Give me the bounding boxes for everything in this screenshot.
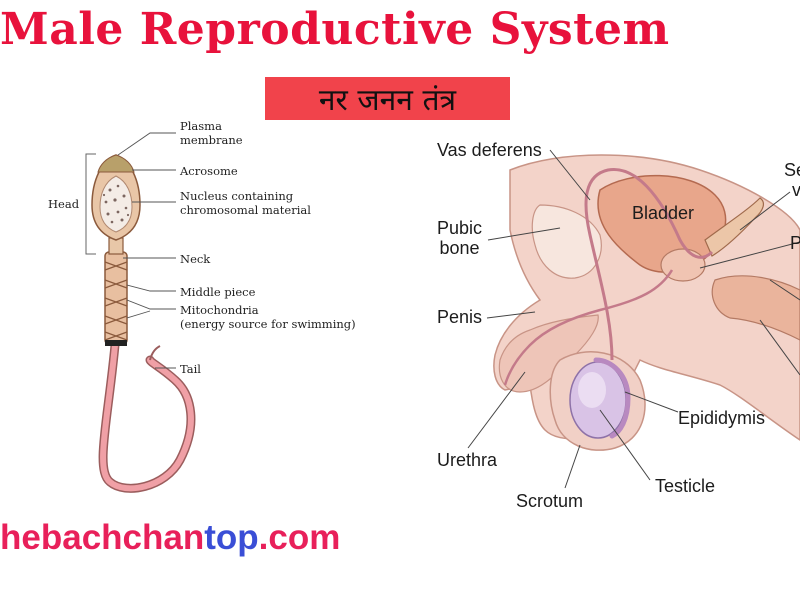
rectum bbox=[711, 275, 800, 341]
label-testicle: Testicle bbox=[655, 476, 716, 496]
label-tail: Tail bbox=[180, 362, 201, 376]
label-urethra: Urethra bbox=[437, 450, 498, 470]
label-mitochondria: Mitochondria (energy source for swimming… bbox=[180, 303, 356, 331]
label-vas-deferens: Vas deferens bbox=[437, 140, 542, 160]
seminal-vesicle bbox=[704, 197, 765, 257]
sperm-acrosome bbox=[97, 154, 135, 173]
mitochondria-spiral bbox=[104, 261, 128, 341]
label-seminal-vesicle-partial: Se v bbox=[784, 160, 800, 200]
head-bracket bbox=[85, 153, 96, 255]
label-nucleus: Nucleus containing chromosomal material bbox=[180, 189, 311, 217]
label-prostate-partial: P bbox=[790, 233, 800, 253]
label-epididymis: Epididymis bbox=[678, 408, 766, 428]
label-bladder: Bladder bbox=[632, 203, 695, 223]
subtitle-banner: नर जनन तंत्र bbox=[265, 77, 510, 120]
site-watermark: hebachchantop.com bbox=[0, 518, 341, 557]
label-acrosome: Acrosome bbox=[180, 164, 238, 178]
sperm-cell-illustration bbox=[85, 132, 196, 493]
subtitle-text: नर जनन तंत्र bbox=[318, 83, 457, 118]
urethra-tube bbox=[503, 269, 674, 386]
pubic-bone bbox=[531, 204, 602, 279]
organs-illustration bbox=[467, 149, 800, 489]
label-scrotum: Scrotum bbox=[516, 491, 584, 511]
epididymis-shape bbox=[593, 357, 631, 439]
label-head: Head bbox=[48, 197, 80, 211]
label-penis: Penis bbox=[437, 307, 483, 327]
page-title: Male Reproductive System bbox=[0, 4, 670, 55]
vas-deferens-tube bbox=[584, 167, 714, 361]
label-pubic-bone: Pubic bone bbox=[437, 218, 483, 258]
label-neck: Neck bbox=[180, 252, 211, 266]
label-middle-piece: Middle piece bbox=[180, 285, 256, 299]
sperm-nucleus bbox=[99, 175, 133, 233]
label-plasma-membrane: Plasma membrane bbox=[180, 119, 243, 147]
